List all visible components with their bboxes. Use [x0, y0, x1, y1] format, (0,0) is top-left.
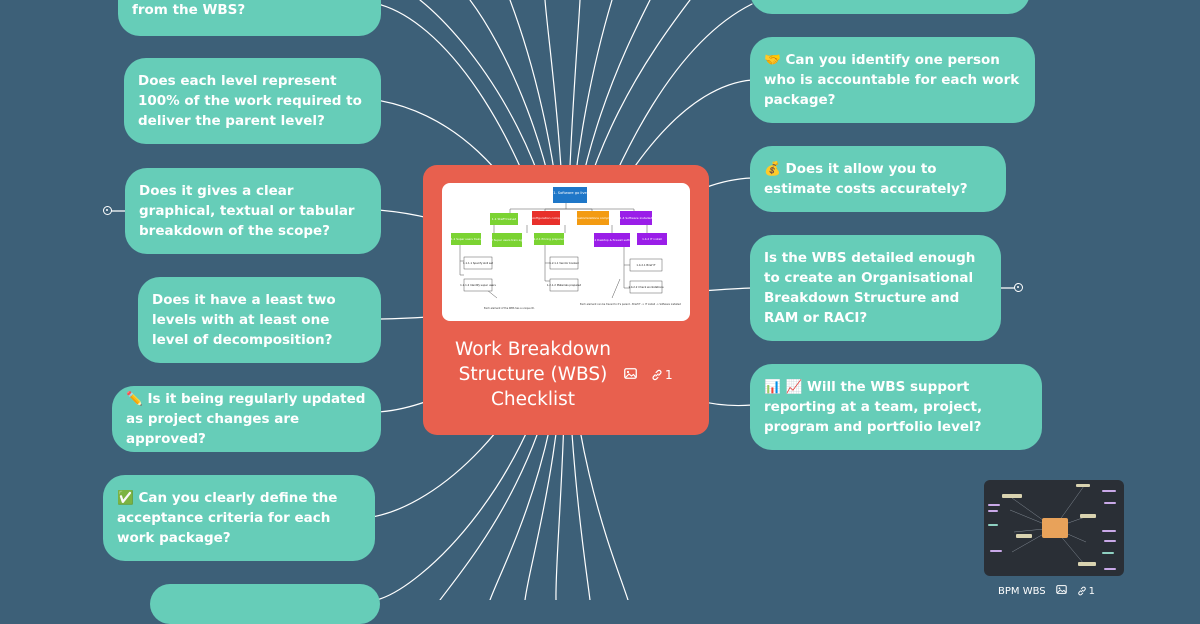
topic-node-regularly-updated[interactable]: ✏️ Is it being regularly updated as proj…: [112, 386, 381, 452]
wbs-node-text: 1.4.2 IT install: [642, 237, 662, 241]
collapse-toggle-icon[interactable]: [1014, 283, 1023, 292]
wbs-note-text: Each element can be traced to it's paren…: [580, 303, 681, 306]
wbs-node-text: 1.1.1.1 Specify skill set: [463, 261, 493, 265]
topic-label: ✅ Can you clearly define the acceptance …: [117, 490, 338, 546]
topic-label: 🤝 Can you identify one person who is acc…: [764, 52, 1020, 108]
wbs-node-text: 1.2 Configuration completed: [525, 216, 568, 220]
minimap-thumbnail[interactable]: [984, 480, 1124, 576]
wbs-node-text: 1.3 Customizations completed: [570, 216, 616, 220]
minimap-footer: BPM WBS 1: [998, 585, 1118, 597]
minimap-title[interactable]: BPM WBS: [998, 585, 1046, 597]
link-icon: [1077, 586, 1086, 596]
topic-label: 📊 📈 Will the WBS support reporting at a …: [764, 379, 983, 435]
wbs-node-text: 1.4.2.1 Brief IT: [636, 263, 656, 267]
topic-label: ✏️ Is it being regularly updated as proj…: [126, 391, 366, 447]
wbs-node-text: 1.1.1.2 Identify super users: [460, 283, 496, 287]
image-icon: [1055, 585, 1067, 597]
topic-node-graphical-breakdown[interactable]: Does it gives a clear graphical, textual…: [125, 168, 381, 254]
topic-label: Does each level represent 100% of the wo…: [138, 73, 362, 129]
central-topic[interactable]: 1. Software go live 1.1 Staff trained 1.…: [423, 165, 709, 435]
wbs-node-text: 1.4 Software installed: [620, 216, 653, 220]
minimap-link-count: 1: [1088, 585, 1095, 597]
minimap-link-indicator: 1: [1077, 586, 1095, 597]
image-icon[interactable]: [624, 368, 637, 382]
wbs-node-text: 1.4.2.2 Check workstations: [628, 285, 664, 289]
wbs-diagram-image: 1. Software go live 1.1 Staff trained 1.…: [442, 183, 690, 321]
collapse-toggle-icon[interactable]: [103, 206, 112, 215]
topic-node-obs-ram-raci[interactable]: Is the WBS detailed enough to create an …: [750, 235, 1001, 341]
topic-node-from-the-wbs[interactable]: from the WBS?: [118, 0, 381, 36]
wbs-node-text: 1.2.1.1 Vendor booked: [549, 261, 579, 265]
wbs-node-text: 1.1.1 Super users trained: [448, 237, 484, 241]
wbs-node-text: 1.3.1 Desktop & firewall settings: [589, 238, 635, 242]
topic-label: Is the WBS detailed enough to create an …: [764, 250, 976, 326]
wbs-node-text: 1. Software go live: [553, 191, 587, 195]
central-topic-icons: 1: [624, 368, 673, 382]
topic-node-partial-bottom-left[interactable]: [150, 584, 380, 624]
central-topic-title: Work Breakdown Structure (WBS) Checklist: [455, 339, 611, 410]
topic-node-estimate-costs[interactable]: 💰 Does it allow you to estimate costs ac…: [750, 146, 1006, 212]
topic-label: Does it have a least two levels with at …: [152, 292, 336, 348]
topic-label: 💰 Does it allow you to estimate costs ac…: [764, 161, 968, 197]
wbs-note-text: Each element of the WBS has a unique ID.: [484, 307, 535, 310]
topic-node-acceptance-criteria[interactable]: ✅ Can you clearly define the acceptance …: [103, 475, 375, 561]
topic-node-accountable-person[interactable]: 🤝 Can you identify one person who is acc…: [750, 37, 1035, 123]
link-indicator[interactable]: 1: [651, 368, 673, 382]
link-count: 1: [665, 368, 673, 382]
topic-node-partial-top-right[interactable]: [750, 0, 1030, 14]
topic-label: Does it gives a clear graphical, textual…: [139, 183, 355, 239]
wbs-node-text: 1.1.2 Super users train agents: [486, 238, 529, 242]
topic-node-two-levels[interactable]: Does it have a least two levels with at …: [138, 277, 381, 363]
wbs-node-text: 1.1 Staff trained: [492, 217, 516, 221]
wbs-node-text: 1.2.1 Pricing prepared: [534, 237, 565, 241]
link-icon: [652, 369, 662, 381]
wbs-node-text: 1.2.1.2 Materials prepared: [547, 283, 582, 287]
topic-node-reporting-levels[interactable]: 📊 📈 Will the WBS support reporting at a …: [750, 364, 1042, 450]
topic-node-100-percent-rule[interactable]: Does each level represent 100% of the wo…: [124, 58, 381, 144]
topic-label: from the WBS?: [132, 2, 246, 18]
